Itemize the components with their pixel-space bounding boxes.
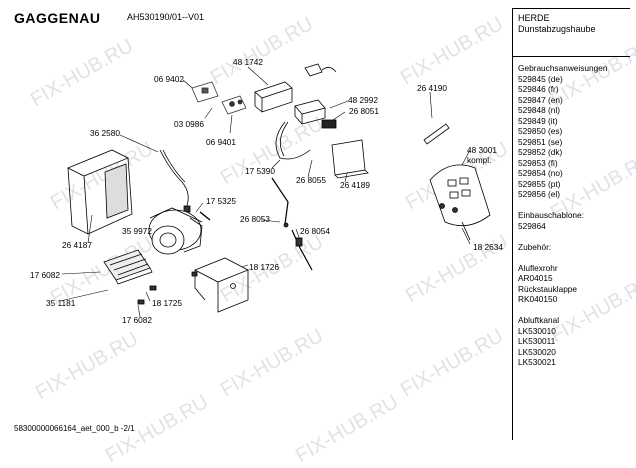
part-label-264187: 26 4187 <box>62 240 92 250</box>
sidebar-line: 529852 (dk) <box>518 147 563 157</box>
brand-logo: GAGGENAU <box>14 10 101 26</box>
part-label-351181: 35 1181 <box>46 298 76 308</box>
part-label-030986: 03 0986 <box>174 119 204 129</box>
sidebar-line: 529846 (fr) <box>518 84 559 94</box>
part-label-175390: 17 5390 <box>245 166 275 176</box>
control-panel-part <box>191 81 219 103</box>
transformer-part <box>294 99 326 125</box>
part-label-182634: 18 2634 <box>473 242 503 252</box>
wiring-part <box>275 121 311 160</box>
sidebar-line: 529854 (no) <box>518 168 563 178</box>
sidebar-line: Einbauschablone: <box>518 210 584 220</box>
sidebar-line: RK040150 <box>518 294 558 304</box>
switch-part <box>221 95 247 115</box>
cover-part <box>254 81 293 113</box>
cable-part <box>271 177 289 228</box>
exploded-parts-diagram <box>59 63 491 318</box>
part-label-483001: 48 3001 <box>467 145 497 155</box>
header-rule-bottom <box>512 56 630 57</box>
header-rule-top <box>512 8 630 9</box>
cable-part <box>159 149 191 213</box>
part-label-176082: 17 6082 <box>30 270 60 280</box>
sidebar-line: 529851 (se) <box>518 136 563 147</box>
connector-part <box>321 119 337 129</box>
sidebar-line: Zubehör: <box>518 241 552 252</box>
grease-filter-part <box>67 149 133 235</box>
sidebar-line: LK530020 <box>518 346 556 357</box>
part-label-181725: 18 1725 <box>152 298 182 308</box>
part-label-175325: 17 5325 <box>206 196 236 206</box>
part-label-264189: 26 4189 <box>340 180 370 190</box>
part-label-176082: 17 6082 <box>122 315 152 325</box>
clip-part <box>137 271 198 305</box>
sidebar-line: LK530010 <box>518 325 556 336</box>
cable-part <box>291 229 313 271</box>
power-cable-part <box>304 63 337 77</box>
sidebar-line: LK530021 <box>518 357 556 367</box>
sidebar-line: Aluflexrohr <box>518 262 558 273</box>
part-label-481742: 48 1742 <box>233 57 263 67</box>
control-module-part <box>429 164 491 241</box>
part-label-181726: 18 1726 <box>249 262 279 272</box>
sidebar-line: LK530011 <box>518 336 556 346</box>
filter-pad-part <box>331 139 369 179</box>
sidebar-line: AR04015 <box>518 273 553 283</box>
part-label-268051: 26 8051 <box>349 106 379 116</box>
part-label-362580: 36 2580 <box>90 128 120 138</box>
part-label-482992: 48 2992 <box>348 95 378 105</box>
sidebar-info: Gebrauchsanweisungen 529845 (de) 529846 … <box>518 63 607 368</box>
category-label: HERDE <box>518 13 550 23</box>
part-label-268055: 26 8055 <box>296 175 326 185</box>
part-label-268054: 26 8054 <box>300 226 330 236</box>
sidebar-line: 529864 <box>518 220 546 231</box>
sidebar-line: Gebrauchsanweisungen <box>518 63 608 73</box>
product-label: Dunstabzugshaube <box>518 24 596 34</box>
screw-part <box>199 211 211 221</box>
sidebar-line: Abluftkanal <box>518 315 560 325</box>
bracket-part <box>423 123 450 145</box>
sidebar-line: 529856 (el) <box>518 189 560 199</box>
sidebar-line: 529845 (de) <box>518 73 563 84</box>
part-label-264190: 26 4190 <box>417 83 447 93</box>
sidebar-line: 529853 (fi) <box>518 157 558 168</box>
sidebar-divider <box>512 8 513 440</box>
model-number: AH530190/01--V01 <box>127 12 205 22</box>
sidebar-line: 529855 (pt) <box>518 178 561 189</box>
document-id: 58300000066164_aet_000_b -2/1 <box>14 424 135 433</box>
filter-grid-part <box>103 249 153 285</box>
sidebar-line: 529850 (es) <box>518 126 563 136</box>
part-label-268053: 26 8053 <box>240 214 270 224</box>
sidebar-line: 529847 (en) <box>518 94 563 105</box>
sidebar-line: 529849 (it) <box>518 115 558 126</box>
part-label-069402: 06 9402 <box>154 74 184 84</box>
sidebar-line: 529848 (nl) <box>518 105 560 115</box>
part-label-kompl: kompl. <box>467 155 492 165</box>
part-label-359972: 35 9972 <box>122 226 152 236</box>
mounting-box-part <box>194 257 249 313</box>
sidebar-line: Rückstauklappe <box>518 283 578 294</box>
part-label-069401: 06 9401 <box>206 137 236 147</box>
fan-housing-part <box>148 207 203 255</box>
